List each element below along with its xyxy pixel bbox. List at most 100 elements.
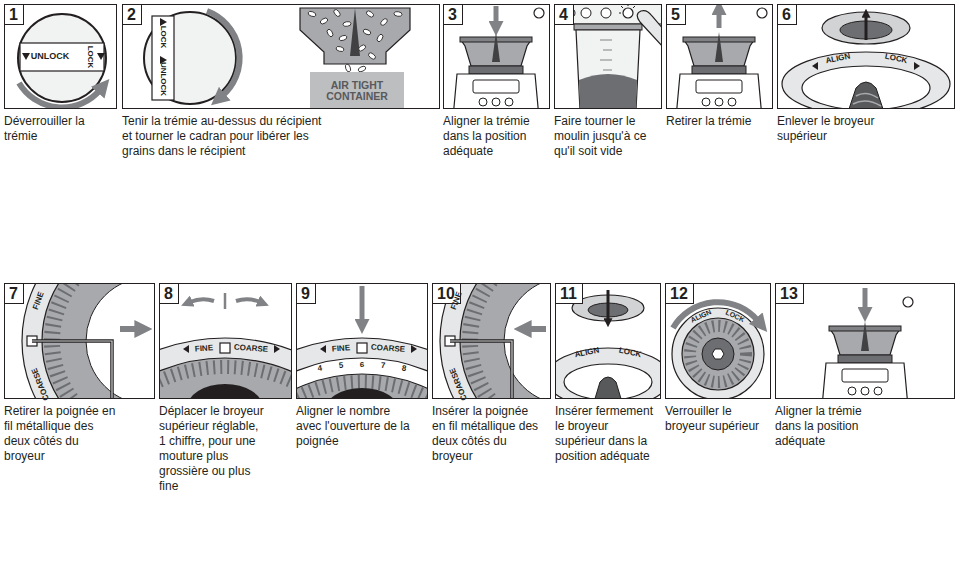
burr-top-drawing <box>712 349 724 359</box>
burr-scale-drawing <box>159 293 292 399</box>
burr-drawing <box>848 82 884 109</box>
step-panel: 7Retirer la poignée en fil métallique de… <box>4 283 155 399</box>
step-number: 1 <box>5 5 24 25</box>
hopper-release-drawing <box>365 10 374 18</box>
grinding-drawing <box>619 4 635 13</box>
step-number: 11 <box>556 284 583 304</box>
burr-label: LOCK <box>724 308 745 323</box>
burr-drawing <box>822 12 910 44</box>
hopper-release-drawing <box>207 11 240 96</box>
grinding-drawing <box>619 13 621 14</box>
step-panel: 2Tenir la trémie au-dessus du récipient … <box>122 4 440 109</box>
burr-handle-drawing <box>440 283 551 399</box>
step-caption: Retirer la poignée en fil métallique des… <box>4 404 116 464</box>
burr-drawing <box>555 348 661 399</box>
grinder-drawing <box>676 8 767 109</box>
burr-top-drawing <box>672 308 764 399</box>
grinding-drawing <box>623 8 633 18</box>
hopper-release-drawing <box>310 72 404 109</box>
step-caption: Insérer fermement le broyeur supérieur d… <box>555 404 655 464</box>
grinding-drawing <box>601 8 611 18</box>
dial-label: LOCK <box>159 26 167 49</box>
grinding-drawing <box>633 6 635 8</box>
step-panel: 3Aligner la trémie dans la position adéq… <box>443 4 550 109</box>
hopper-release-drawing <box>307 8 402 72</box>
step-caption: Insérer la poignée en fil métallique des… <box>432 404 544 464</box>
setting-number: 6 <box>360 361 364 369</box>
scale-label: COARSE <box>31 367 52 402</box>
dial-label: UNLOCK <box>159 62 167 96</box>
step-panel: 10Insérer la poignée en fil métallique d… <box>432 283 551 399</box>
grinder-drawing <box>822 297 913 399</box>
burr-drawing <box>782 52 950 109</box>
burr-top-drawing <box>702 338 734 370</box>
grinder-drawing <box>822 288 913 399</box>
burr-number-drawing <box>296 382 428 399</box>
grinder-drawing <box>863 288 868 310</box>
grinding-drawing <box>581 8 591 18</box>
step-panel: 8Déplacer le broyeur supérieur réglable,… <box>159 283 292 399</box>
burr-scale-drawing <box>224 293 227 309</box>
step-number: 3 <box>444 5 463 25</box>
step-panel: 9Aligner le nombre avec l'ouverture de l… <box>296 283 428 399</box>
burr-scale-drawing <box>159 358 292 399</box>
burr-drawing <box>914 62 920 70</box>
burr-label: ALIGN <box>825 52 851 65</box>
burr-scale-drawing <box>190 299 214 302</box>
burr-handle-drawing <box>22 283 155 399</box>
grinding-drawing <box>600 40 612 70</box>
step-caption: Déverrouiller la trémie <box>4 114 104 144</box>
burr-number-drawing <box>320 345 326 353</box>
step-caption: Aligner la trémie dans la position adéqu… <box>775 404 887 449</box>
step-number: 12 <box>666 284 694 304</box>
grinder-drawing <box>453 6 544 109</box>
burr-number-drawing <box>360 286 365 322</box>
hopper-release-drawing <box>380 18 389 27</box>
dial-drawing <box>19 83 100 107</box>
step-panel: 6Enlever le broyeur supérieur <box>777 4 955 109</box>
grinding-drawing <box>621 6 623 8</box>
burr-drawing <box>555 290 661 399</box>
burr-number-drawing <box>296 338 428 399</box>
step-number: 13 <box>776 284 804 304</box>
dial-label: LOCK <box>86 46 94 69</box>
step-number: 6 <box>778 5 797 25</box>
step-panel: 11Insérer fermement le broyeur supérieur… <box>555 283 661 399</box>
container-label: AIR TIGHT CONTAINER <box>317 80 397 102</box>
scale-label: COARSE <box>371 344 406 355</box>
grinding-drawing <box>579 74 637 109</box>
step-caption: Faire tourner le moulin jusqu'à ce qu'il… <box>554 114 662 159</box>
hopper-release-drawing <box>326 28 334 37</box>
burr-handle-drawing <box>440 283 551 399</box>
hopper-release-drawing <box>338 34 347 41</box>
step-number: 5 <box>667 5 686 25</box>
hopper-release-drawing <box>376 33 384 42</box>
hopper-release-drawing <box>144 12 236 104</box>
burr-scale-drawing <box>236 299 260 302</box>
step-panel: 4Faire tourner le moulin jusqu'à ce qu'i… <box>554 4 662 109</box>
step-caption: Aligner la trémie dans la position adéqu… <box>443 114 550 159</box>
dial-drawing <box>97 53 105 60</box>
hopper-release-drawing <box>362 28 371 36</box>
burr-scale-drawing <box>274 345 280 353</box>
burr-label: ALIGN <box>690 308 713 324</box>
hopper-release-drawing <box>344 63 351 72</box>
burr-number-drawing <box>296 358 428 399</box>
setting-number: 7 <box>380 362 385 371</box>
burr-top-drawing <box>690 326 746 382</box>
grinder-drawing <box>676 8 767 109</box>
step-number: 2 <box>123 5 142 25</box>
step-number: 7 <box>5 284 24 304</box>
burr-scale-drawing <box>159 367 292 399</box>
scale-label: FINE <box>32 291 46 311</box>
burr-label: LOCK <box>618 347 642 360</box>
grinding-drawing <box>600 40 612 41</box>
burr-top-drawing <box>673 302 758 328</box>
burr-handle-drawing <box>120 326 138 332</box>
hopper-release-drawing <box>350 8 360 56</box>
step-caption: Enlever le broyeur supérieur <box>777 114 887 144</box>
setting-number: 4 <box>317 365 323 374</box>
grinding-drawing <box>603 70 612 71</box>
grinder-drawing <box>494 6 499 24</box>
